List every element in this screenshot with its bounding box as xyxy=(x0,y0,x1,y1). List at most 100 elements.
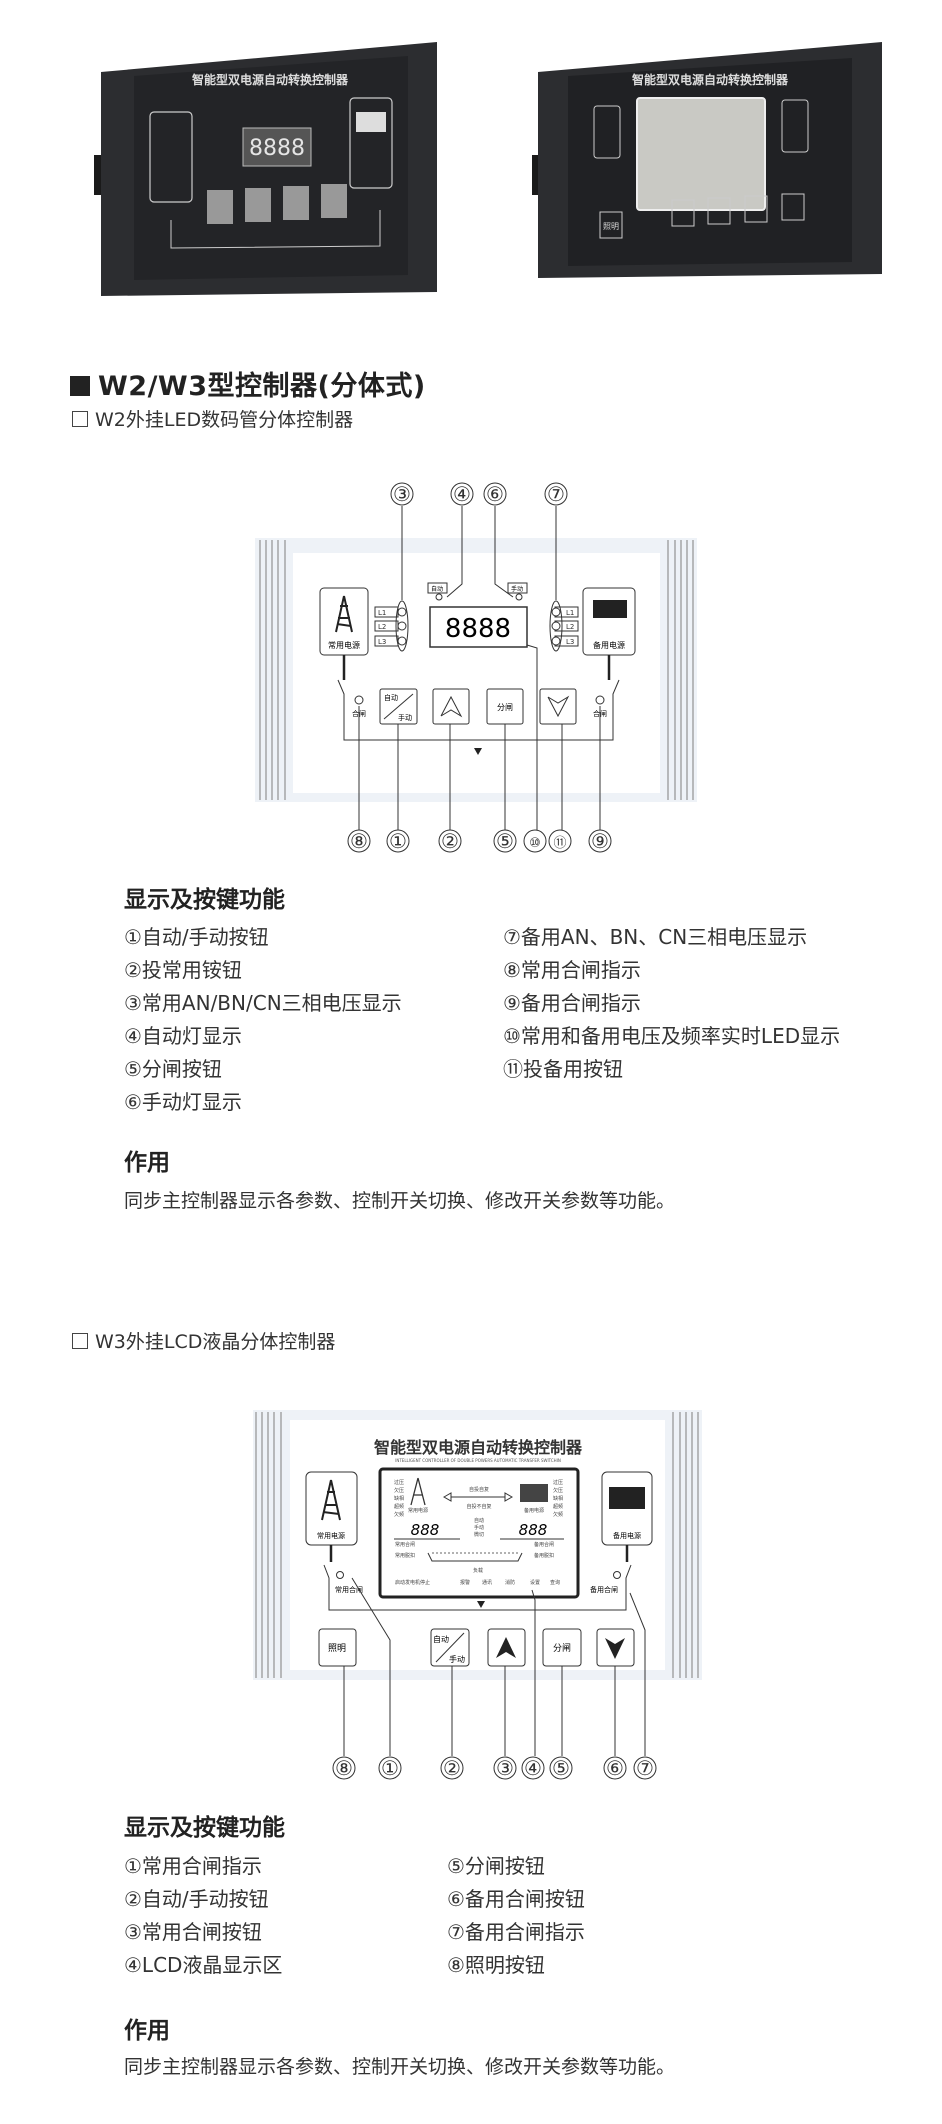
svg-text:欠频: 欠频 xyxy=(553,1511,563,1518)
w2-function-item: ①自动/手动按钮 xyxy=(124,925,269,949)
w2-device-photo: 智能型双电源自动转换控制器 8888 xyxy=(94,42,437,296)
generator-icon xyxy=(349,97,393,189)
svg-text:②: ② xyxy=(441,829,459,853)
load-arrow-icon xyxy=(477,1601,485,1608)
normal-close-indicator xyxy=(354,695,364,705)
generator-icon xyxy=(609,1487,645,1509)
w2-function-item: ⑤分闸按钮 xyxy=(124,1057,222,1081)
w3-functions-title: 显示及按键功能 xyxy=(124,1815,285,1841)
callout-4: ④ xyxy=(453,482,471,506)
svg-text:分闸[interactable]: 分闸 xyxy=(497,703,513,712)
w2-function-item: ⑩常用和备用电压及频率实时LED显示 xyxy=(503,1024,841,1048)
w2-function-item: ④自动灯显示 xyxy=(124,1024,242,1048)
svg-text:⑧: ⑧ xyxy=(335,1756,353,1780)
load-arrow-icon xyxy=(474,748,482,755)
open-button[interactable]: 分闸 xyxy=(542,1628,582,1667)
product-photos: 智能型双电源自动转换控制器 8888 智能型双电源自动转换控制器 照明 xyxy=(94,42,882,296)
svg-text:过压: 过压 xyxy=(394,1479,404,1486)
w2-function-item: ⑥手动灯显示 xyxy=(124,1090,242,1114)
svg-text:自动: 自动 xyxy=(474,1517,484,1524)
w2-function-item: ⑨备用合闸指示 xyxy=(503,991,641,1015)
svg-text:L3: L3 xyxy=(378,638,386,646)
backup-close-button[interactable] xyxy=(596,1628,635,1667)
w3-function-item: ①常用合闸指示 xyxy=(124,1854,262,1878)
svg-text:常用合闸: 常用合闸 xyxy=(395,1541,415,1548)
w2-function-item: ⑦备用AN、BN、CN三相电压显示 xyxy=(503,925,808,949)
svg-text:照明: 照明 xyxy=(603,222,619,231)
svg-text:⑤: ⑤ xyxy=(496,829,514,853)
w2-function-item: ⑪投备用按钮 xyxy=(503,1057,623,1081)
svg-text:自投不自复: 自投不自复 xyxy=(466,1503,491,1510)
svg-text:超频: 超频 xyxy=(394,1503,404,1510)
svg-text:⑩: ⑩ xyxy=(529,836,541,851)
light-button[interactable]: 照明 xyxy=(318,1628,357,1667)
w3-diagram: 智能型双电源自动转换控制器 INTELLIGENT CONTROLLER OF … xyxy=(253,1410,702,1780)
svg-text:合闸: 合闸 xyxy=(352,709,366,718)
svg-text:备用脱扣: 备用脱扣 xyxy=(534,1552,554,1559)
svg-text:手动[interactable]: 手动 xyxy=(398,713,412,722)
up-arrow-icon[interactable] xyxy=(440,695,463,718)
svg-text:缺相: 缺相 xyxy=(553,1495,563,1502)
svg-text:常用脱扣: 常用脱扣 xyxy=(395,1552,415,1559)
w3-function-item: ⑥备用合闸按钮 xyxy=(447,1887,585,1911)
led-display xyxy=(429,606,528,648)
auto-indicator-led xyxy=(435,593,443,601)
svg-text:启动发电机停止: 启动发电机停止 xyxy=(395,1579,430,1586)
svg-text:超频: 超频 xyxy=(553,1503,563,1510)
svg-text:L2: L2 xyxy=(566,623,574,631)
svg-text:备用合闸: 备用合闸 xyxy=(590,1585,618,1594)
svg-text:照明[interactable]: 照明 xyxy=(328,1643,346,1654)
checkbox-icon xyxy=(72,411,88,427)
svg-text:L1: L1 xyxy=(566,609,574,617)
manual-indicator-label: 手动 xyxy=(511,585,523,593)
up-arrow-icon[interactable] xyxy=(496,1637,516,1658)
checkbox-icon xyxy=(72,1333,88,1349)
svg-text:自动[interactable]: 自动 xyxy=(433,1634,449,1644)
down-arrow-icon[interactable] xyxy=(547,695,570,718)
svg-text:报警: 报警 xyxy=(460,1579,470,1586)
backup-close-button[interactable] xyxy=(539,688,577,725)
w3-purpose-text: 同步主控制器显示各参数、控制开关切换、修改开关参数等功能。 xyxy=(124,2056,676,2078)
svg-text:⑥: ⑥ xyxy=(606,1756,624,1780)
svg-text:L2: L2 xyxy=(378,623,386,631)
w2-function-item: ③常用AN/BN/CN三相电压显示 xyxy=(124,991,402,1015)
auto-indicator-label: 自动 xyxy=(431,585,443,593)
svg-text:①: ① xyxy=(381,1756,399,1780)
svg-text:自动[interactable]: 自动 xyxy=(384,693,398,702)
svg-text:常用合闸: 常用合闸 xyxy=(335,1585,363,1594)
svg-text:过压: 过压 xyxy=(553,1479,563,1486)
svg-text:查询: 查询 xyxy=(550,1579,560,1586)
down-arrow-icon[interactable] xyxy=(605,1638,625,1659)
svg-text:③: ③ xyxy=(496,1756,514,1780)
svg-text:分闸[interactable]: 分闸 xyxy=(553,1643,571,1654)
normal-close-button[interactable] xyxy=(487,1628,526,1667)
power-tower-icon xyxy=(321,1479,341,1521)
svg-text:智能型双电源自动转换控制器: 智能型双电源自动转换控制器 xyxy=(191,72,349,87)
svg-text:8888: 8888 xyxy=(249,136,305,161)
svg-text:智能型双电源自动转换控制器: 智能型双电源自动转换控制器 xyxy=(631,72,789,87)
w2-subtitle: W2外挂LED数码管分体控制器 xyxy=(72,405,353,432)
svg-text:合闸: 合闸 xyxy=(593,709,607,718)
svg-text:888: 888 xyxy=(519,1521,548,1539)
backup-source-label: 备用电源 xyxy=(593,640,625,650)
section-title: W2/W3型控制器(分体式) xyxy=(70,364,426,403)
svg-text:通讯: 通讯 xyxy=(482,1579,492,1586)
w3-function-item: ⑧照明按钮 xyxy=(447,1953,545,1977)
w2-purpose-text: 同步主控制器显示各参数、控制开关切换、修改开关参数等功能。 xyxy=(124,1190,676,1212)
tower-icon xyxy=(149,111,193,203)
normal-close-button[interactable] xyxy=(432,688,470,725)
svg-text:①: ① xyxy=(389,829,407,853)
svg-text:888: 888 xyxy=(411,1521,440,1539)
square-bullet-icon xyxy=(70,376,90,396)
power-tower-icon xyxy=(335,595,353,633)
svg-text:手动[interactable]: 手动 xyxy=(449,1654,465,1664)
w3-panel-title-en: INTELLIGENT CONTROLLER OF DOUBLE POWERS … xyxy=(395,1458,561,1463)
svg-text:⑨: ⑨ xyxy=(591,829,609,853)
svg-text:自投自复: 自投自复 xyxy=(469,1486,489,1493)
svg-text:欠压: 欠压 xyxy=(553,1487,563,1494)
w2-diagram: ③ ④ ⑥ ⑦ 常用电源 备用电源 L1 L2 xyxy=(255,482,697,853)
open-button[interactable]: 分闸 xyxy=(486,688,524,725)
w3-function-item: ③常用合闸按钮 xyxy=(124,1920,262,1944)
